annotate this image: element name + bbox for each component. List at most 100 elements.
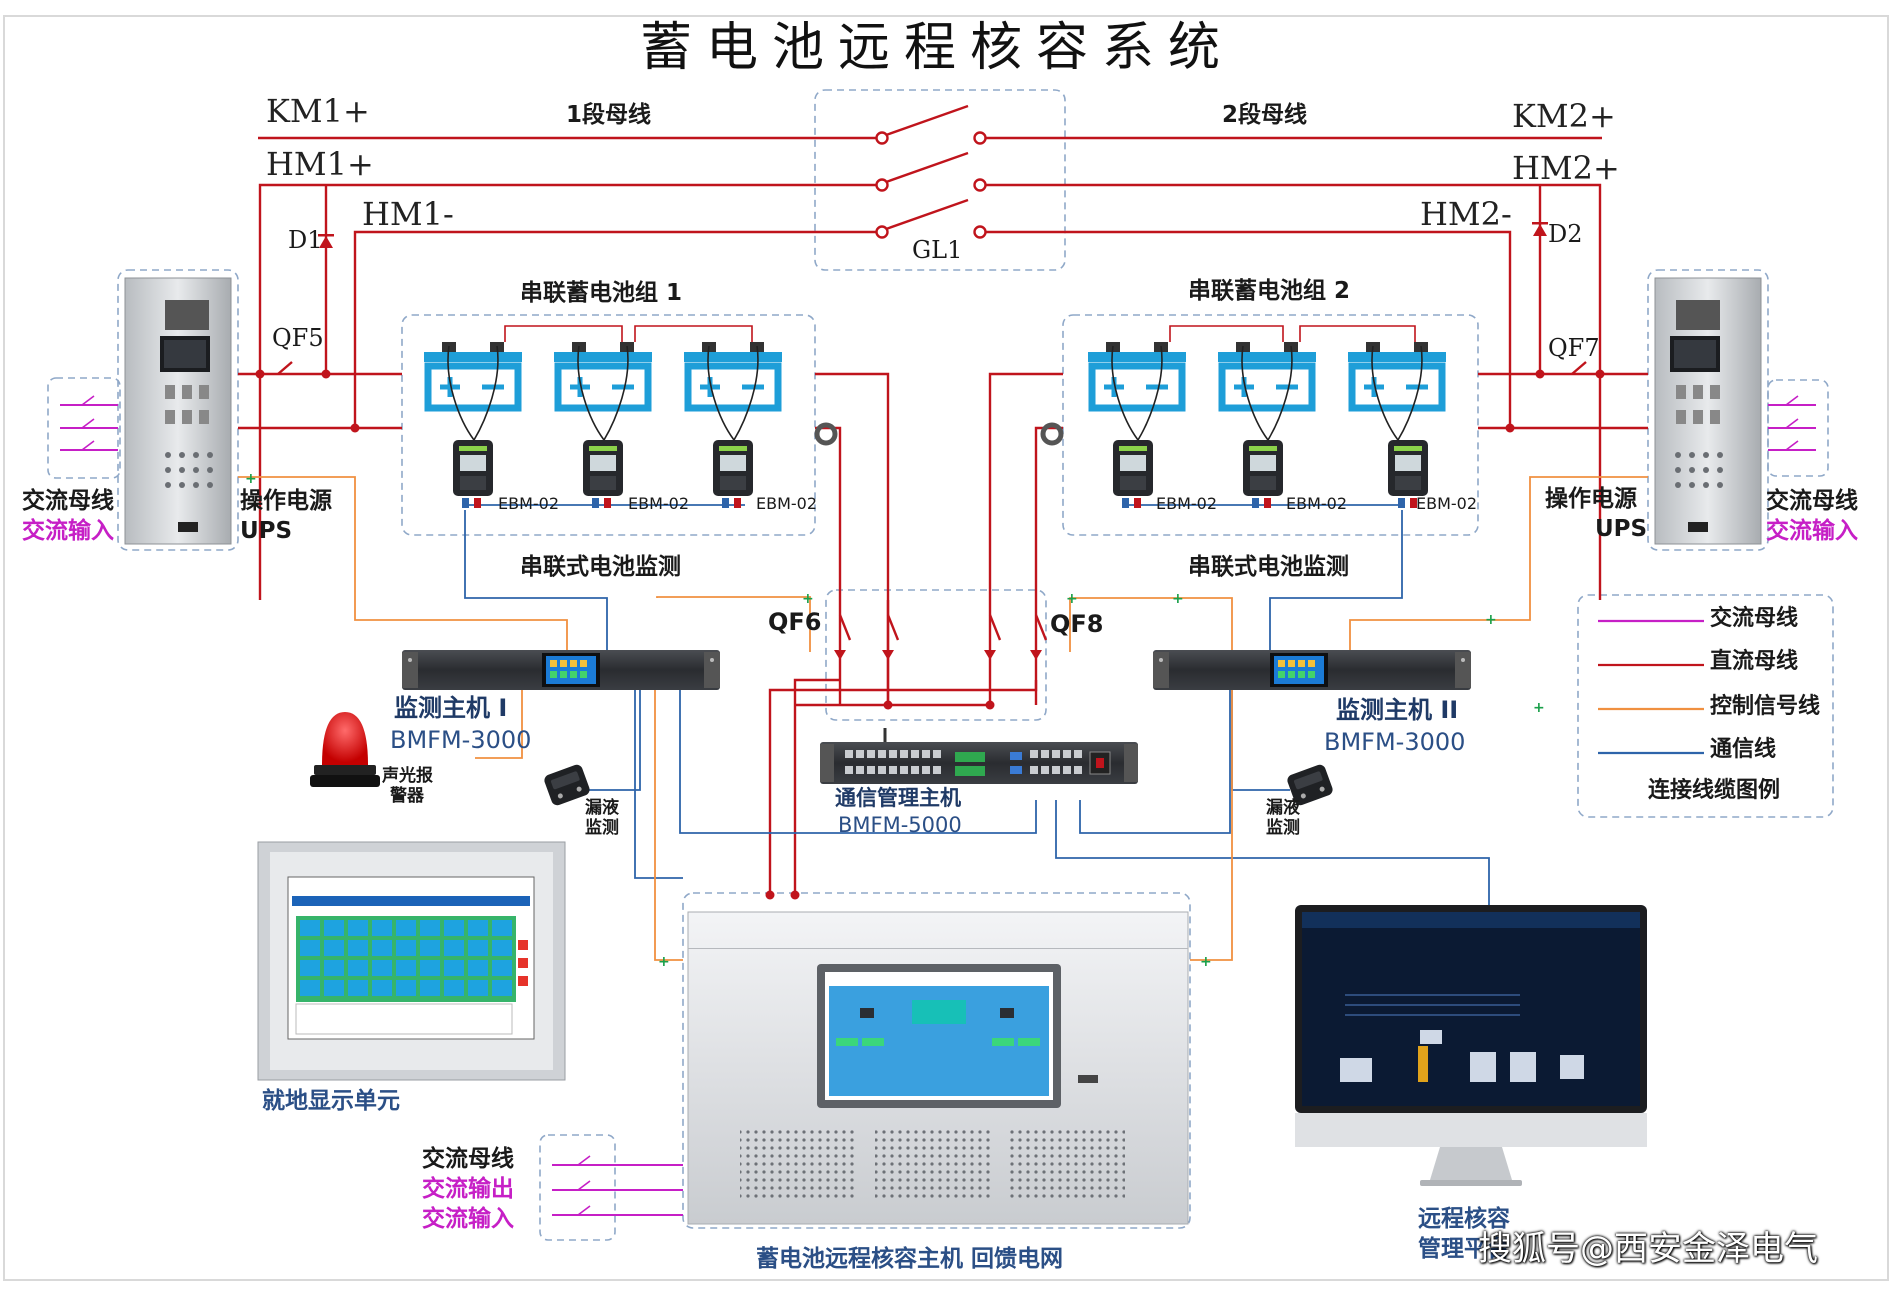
left-op-power-label: 操作电源 bbox=[240, 488, 332, 514]
qf8-label: QF8 bbox=[1050, 610, 1104, 638]
watermark: 搜狐号@西安金泽电气 bbox=[1478, 1229, 1818, 1269]
gl1-label: GL1 bbox=[912, 236, 963, 264]
right-ups-label: UPS bbox=[1595, 516, 1648, 542]
leak-1-label-2: 监测 bbox=[585, 818, 619, 838]
right-ac-bus-label: 交流母线 bbox=[1766, 488, 1858, 514]
svg-text:+: + bbox=[1200, 954, 1212, 970]
current-sensor-icons bbox=[814, 422, 1064, 446]
host-1-name: 监测主机 I bbox=[394, 694, 508, 722]
svg-text:+: + bbox=[245, 471, 257, 487]
ebm-module-icon bbox=[453, 440, 493, 496]
dc-bus-lines bbox=[238, 136, 1648, 895]
svg-text:+: + bbox=[1485, 612, 1497, 628]
left-ac-bus-label: 交流母线 bbox=[22, 488, 114, 514]
svg-text:+: + bbox=[1172, 591, 1184, 607]
d2-label: D2 bbox=[1548, 220, 1583, 248]
bank1-box bbox=[401, 314, 816, 536]
battery-icons bbox=[424, 342, 1446, 441]
ebm-connectors bbox=[462, 498, 1405, 508]
qf6-qf8-switches bbox=[838, 614, 1048, 641]
svg-text:+: + bbox=[658, 954, 670, 970]
diode-icons bbox=[318, 185, 1548, 374]
alarm-label-2: 警器 bbox=[390, 786, 424, 806]
ebm-label: EBM-02 bbox=[1156, 494, 1218, 513]
monitoring-1-label: 串联式电池监测 bbox=[520, 554, 681, 580]
bank-1-label: 串联蓄电池组 1 bbox=[520, 280, 683, 306]
qf-box bbox=[825, 589, 1047, 721]
left-ups-label: UPS bbox=[240, 518, 293, 544]
main-host-label: 蓄电池远程核容主机 回馈电网 bbox=[756, 1246, 1064, 1272]
ebm-module-icon bbox=[583, 440, 623, 496]
qf7-label: QF7 bbox=[1548, 334, 1600, 362]
battery-icon bbox=[424, 342, 522, 441]
leak-sensor-1-icon bbox=[544, 764, 590, 806]
page-title: 蓄电池远程核容系统 bbox=[640, 18, 1235, 78]
right-cabinet-box bbox=[1647, 269, 1769, 551]
qf5-label: QF5 bbox=[272, 324, 324, 352]
host-2-model: BMFM-3000 bbox=[1324, 728, 1466, 756]
bottom-ac-output-label: 交流输出 bbox=[422, 1176, 514, 1202]
ebm-label: EBM-02 bbox=[1286, 494, 1348, 513]
qf-arrow-icons bbox=[834, 650, 1042, 660]
ebm-module-icon bbox=[1113, 440, 1153, 496]
local-display-icon bbox=[257, 841, 566, 1081]
ebm-label: EBM-02 bbox=[1416, 494, 1478, 513]
legend-line-samples bbox=[1598, 619, 1704, 755]
remote-label-2: 管理平台 bbox=[1418, 1236, 1510, 1262]
comm-host-icon bbox=[820, 728, 1138, 784]
right-cabinet-icon bbox=[1654, 277, 1762, 545]
leak-2-label-2: 监测 bbox=[1266, 818, 1300, 838]
right-ac-input-label: 交流输入 bbox=[1766, 518, 1858, 544]
bottom-ac-input-label: 交流输入 bbox=[422, 1206, 514, 1232]
leak-2-label-1: 漏液 bbox=[1266, 798, 1300, 818]
alarm-light-icon bbox=[310, 712, 380, 787]
d1-label: D1 bbox=[288, 226, 323, 254]
left-cabinet-box bbox=[117, 269, 239, 551]
ebm-connectors-red bbox=[474, 498, 1417, 508]
host-1-model: BMFM-3000 bbox=[390, 726, 532, 754]
segment-1-label: 1段母线 bbox=[566, 102, 652, 128]
svg-text:+: + bbox=[802, 591, 814, 607]
legend-item-dc: 直流母线 bbox=[1710, 649, 1799, 674]
legend-item-comm: 通信线 bbox=[1710, 737, 1777, 762]
comm-host-model: BMFM-5000 bbox=[838, 813, 962, 837]
comm-host-name: 通信管理主机 bbox=[835, 786, 961, 810]
monitoring-2-label: 串联式电池监测 bbox=[1188, 554, 1349, 580]
ebm-module-icon bbox=[1243, 440, 1283, 496]
host-2-name: 监测主机 II bbox=[1336, 696, 1459, 724]
gl1-box bbox=[814, 89, 1066, 271]
gl1-switches bbox=[875, 104, 987, 239]
bus-hm1m: HM1- bbox=[362, 195, 454, 233]
legend-title: 连接线缆图例 bbox=[1648, 778, 1781, 803]
ebm-modules bbox=[453, 440, 1428, 496]
battery-icon bbox=[554, 342, 652, 441]
remote-monitor-icon bbox=[1295, 905, 1647, 1186]
battery-icon bbox=[1348, 342, 1446, 441]
bus-hm1p: HM1+ bbox=[266, 145, 374, 183]
battery-links bbox=[504, 325, 1416, 342]
left-cabinet-icon bbox=[124, 277, 232, 545]
main-host-box bbox=[682, 892, 1191, 1229]
control-lines bbox=[238, 476, 1648, 961]
legend-item-control: 控制信号线 bbox=[1710, 694, 1821, 719]
qf6-label: QF6 bbox=[768, 608, 822, 636]
bank-2-label: 串联蓄电池组 2 bbox=[1188, 278, 1351, 304]
battery-icon bbox=[1088, 342, 1186, 441]
ebm-module-icon bbox=[1388, 440, 1428, 496]
svg-text:+: + bbox=[1533, 700, 1545, 716]
bottom-ac-box bbox=[539, 1134, 616, 1241]
bus-hm2m: HM2- bbox=[1420, 195, 1512, 233]
ac-lines bbox=[60, 404, 1816, 1216]
legend-item-ac: 交流母线 bbox=[1710, 606, 1799, 631]
plus-marks: + + + + + + + + bbox=[245, 471, 1545, 970]
main-host-icon bbox=[687, 911, 1189, 1225]
remote-label-1: 远程核容 bbox=[1418, 1206, 1510, 1232]
ebm-label: EBM-02 bbox=[628, 494, 690, 513]
bus-km2p: KM2+ bbox=[1512, 97, 1616, 135]
outer-border bbox=[3, 15, 1889, 1281]
bus-km1p: KM1+ bbox=[266, 92, 370, 130]
left-ac-box bbox=[47, 377, 121, 479]
segment-2-label: 2段母线 bbox=[1222, 102, 1308, 128]
